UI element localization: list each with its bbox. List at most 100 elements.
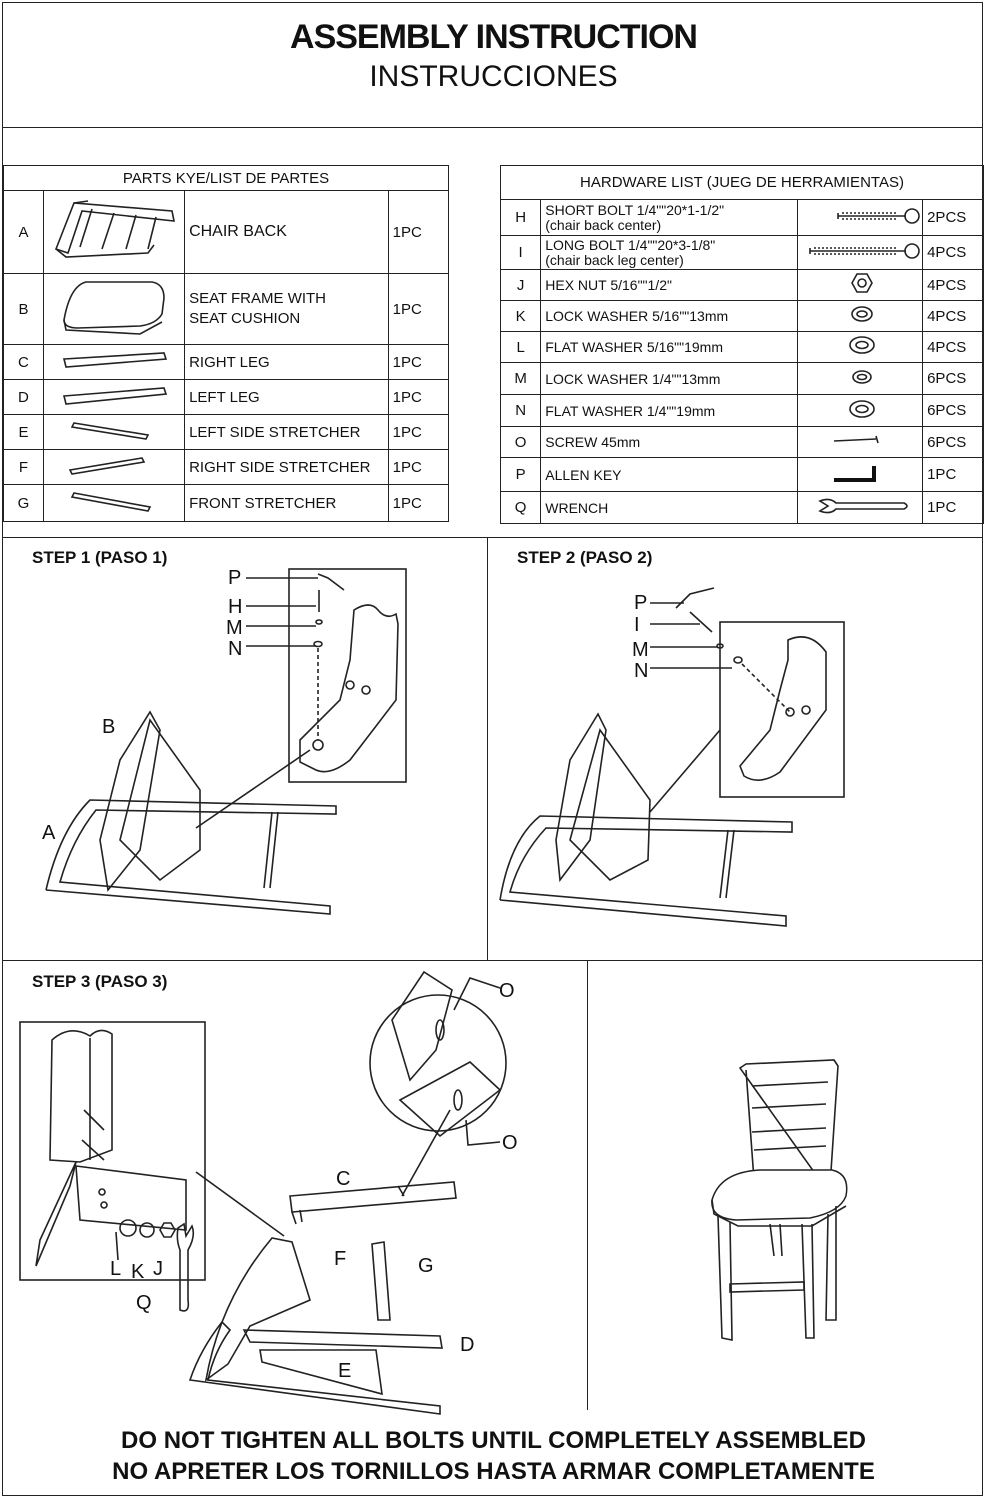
washer-icon [849,399,875,418]
step2-diagram [499,587,845,927]
table-row: I LONG BOLT 1/4""20*3-1/8" (chair back l… [499,235,984,270]
finished-chair-image [711,1059,848,1341]
screw-icon [834,435,879,444]
hw-name: SHORT BOLT 1/4""20*1-1/2" (chair back ce… [540,199,799,236]
part-image [42,273,186,345]
part-qty: 1PC [387,449,450,485]
callout-g: G [418,1255,434,1277]
footer-spacer [2,1410,983,1411]
hw-qty: 4PCS [922,235,984,270]
hw-qty: 6PCS [922,426,984,458]
part-qty: 1PC [387,273,450,345]
hw-letter: O [499,426,542,458]
part-letter: B [3,273,44,345]
parts-table: PARTS KYE/LIST DE PARTES A CHAIR BACK 1P… [3,165,450,522]
parts-table-header: PARTS KYE/LIST DE PARTES [3,165,449,191]
part-qty: 1PC [387,344,450,380]
part-qty: 1PC [387,484,450,522]
stretcher-icon [68,457,146,475]
callout-i: I [634,614,640,636]
part-letter: F [3,449,44,485]
hw-qty: 1PC [922,457,984,492]
table-row: J HEX NUT 5/16""1/2" 4PCS [499,269,984,301]
hw-letter: Q [499,491,542,524]
hw-letter: N [499,394,542,427]
part-name: SEAT FRAME WITH SEAT CUSHION [184,273,389,345]
callout-b: B [102,716,116,738]
stretcher-icon [70,422,150,440]
chair-back-icon [54,200,175,258]
hw-letter: P [499,457,542,492]
left-leg-icon [62,387,167,405]
callout-h: H [228,596,243,618]
hw-letter: K [499,300,542,332]
callout-d: D [460,1334,475,1356]
hw-letter: J [499,269,542,301]
hw-qty: 4PCS [922,300,984,332]
table-row: O SCREW 45mm 6PCS [499,426,984,458]
callout-k: K [131,1261,145,1283]
hw-image [797,394,924,427]
part-qty: 1PC [387,379,450,415]
callout-l: L [110,1258,122,1280]
section-divider [2,537,983,538]
hw-name: HEX NUT 5/16""1/2" [540,269,799,301]
hw-letter: I [499,235,542,270]
warning-line-en: DO NOT TIGHTEN ALL BOLTS UNTIL COMPLETEL… [121,1427,866,1454]
part-qty: 1PC [387,190,450,274]
part-letter: C [3,344,44,380]
callout-o: O [499,980,515,1002]
part-image [42,190,186,274]
part-letter: D [3,379,44,415]
hw-name: FLAT WASHER 1/4""19mm [540,394,799,427]
hw-image [797,426,924,458]
callout-n: N [228,638,243,660]
washer-icon [849,336,875,354]
table-row: C RIGHT LEG 1PC [3,344,450,380]
washer-icon [852,369,872,384]
callout-c: C [336,1168,351,1190]
part-name: LEFT LEG [184,379,389,415]
callout-o: O [502,1132,518,1154]
hardware-table: HARDWARE LIST (JUEG DE HERRAMIENTAS) H S… [499,165,984,524]
callout-a: A [42,822,56,844]
hw-letter: M [499,362,542,395]
hw-qty: 2PCS [922,199,984,236]
table-row: N FLAT WASHER 1/4""19mm 6PCS [499,394,984,427]
table-row: B SEAT FRAME WITH SEAT CUSHION 1PC [3,273,450,345]
table-row: H SHORT BOLT 1/4""20*1-1/2" (chair back … [499,199,984,236]
hw-name: WRENCH [540,491,799,524]
callout-p: P [228,567,242,589]
part-image [42,379,186,415]
hw-image [797,199,924,236]
hw-image [797,235,924,270]
table-row: K LOCK WASHER 5/16""13mm 4PCS [499,300,984,332]
right-leg-icon [62,352,167,368]
title-divider [2,127,983,128]
hw-image [797,491,924,524]
table-row: M LOCK WASHER 1/4""13mm 6PCS [499,362,984,395]
table-row: G FRONT STRETCHER 1PC [3,484,450,522]
section-divider [487,537,488,960]
hw-qty: 6PCS [922,394,984,427]
allen-key-icon [834,465,877,482]
callout-m: M [226,617,243,639]
table-row: F RIGHT SIDE STRETCHER 1PC [3,449,450,485]
page-title: ASSEMBLY INSTRUCTION [290,18,698,56]
hw-name: SCREW 45mm [540,426,799,458]
callout-j: J [153,1258,163,1280]
hardware-table-header: HARDWARE LIST (JUEG DE HERRAMIENTAS) [500,165,984,200]
wrench-icon [818,498,908,513]
part-image [42,484,186,522]
table-row: Q WRENCH 1PC [499,491,984,524]
part-letter: E [3,414,44,450]
part-letter: A [3,190,44,274]
washer-icon [851,306,873,322]
part-letter: G [3,484,44,522]
table-row: L FLAT WASHER 5/16""19mm 4PCS [499,331,984,363]
callout-q: Q [136,1292,152,1314]
part-name: LEFT SIDE STRETCHER [184,414,389,450]
hw-image [797,457,924,492]
hw-letter: L [499,331,542,363]
